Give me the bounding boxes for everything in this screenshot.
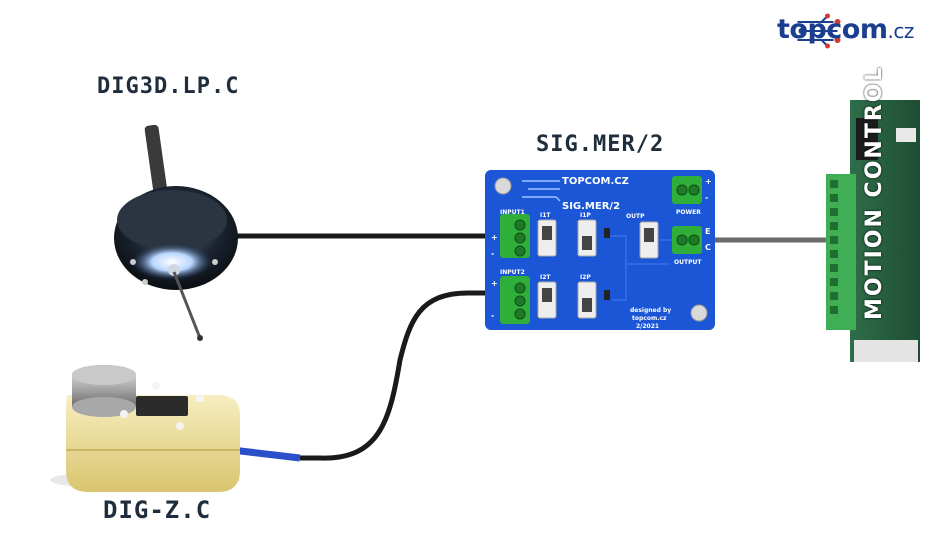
pcb-plus-1: +: [491, 279, 498, 288]
topcom-logo-icon: [797, 13, 841, 49]
pcb-brand: TOPCOM.CZ: [562, 176, 629, 187]
pcb-pin-e: E: [705, 227, 710, 236]
sensor-cable: [300, 290, 500, 461]
pcb-i1p: I1P: [580, 212, 591, 219]
pcb-output: OUTPUT: [674, 259, 702, 266]
sensor-cable-blue: [231, 446, 301, 462]
pcb-i2p: I2P: [580, 274, 591, 281]
probe-label: DIG3D.LP.C: [97, 74, 240, 99]
probe-image: [114, 124, 238, 341]
pcb-vplus: +: [705, 177, 712, 186]
topcom-logo-text: topcom.cz: [777, 14, 914, 45]
motion-control-board: [826, 100, 920, 362]
logo-tld: .cz: [887, 19, 914, 43]
pcb-date: 2/2021: [636, 323, 659, 330]
pcb-plus-2: +: [491, 233, 498, 242]
motion-control-label: MOTION CONTROL: [862, 65, 887, 321]
pcb-input1-label: INPUT1: [500, 209, 525, 216]
pcb-power: POWER: [676, 209, 701, 216]
pcb-minus-2: -: [491, 249, 494, 258]
pcb-pin-c: C: [705, 243, 711, 252]
sig-mer-2-board: TOPCOM.CZ SIG.MER/2 INPUT1 INPUT2 + - + …: [485, 170, 715, 330]
pcb-site: topcom.cz: [632, 315, 667, 322]
board-label: SIG.MER/2: [536, 132, 665, 157]
pcb-i2t: I2T: [540, 274, 551, 281]
pcb-outp: OUTP: [626, 213, 645, 220]
pcb-vminus: -: [705, 193, 708, 202]
pcb-model: SIG.MER/2: [562, 201, 620, 212]
pcb-designed-by: designed by: [630, 307, 671, 314]
sensor-label: DIG-Z.C: [103, 496, 212, 524]
pcb-i1t: I1T: [540, 212, 551, 219]
pcb-input2-label: INPUT2: [500, 269, 525, 276]
pcb-minus-1: -: [491, 311, 494, 320]
dig-z-sensor-image: [50, 365, 240, 492]
logo-name: topcom: [777, 14, 888, 45]
